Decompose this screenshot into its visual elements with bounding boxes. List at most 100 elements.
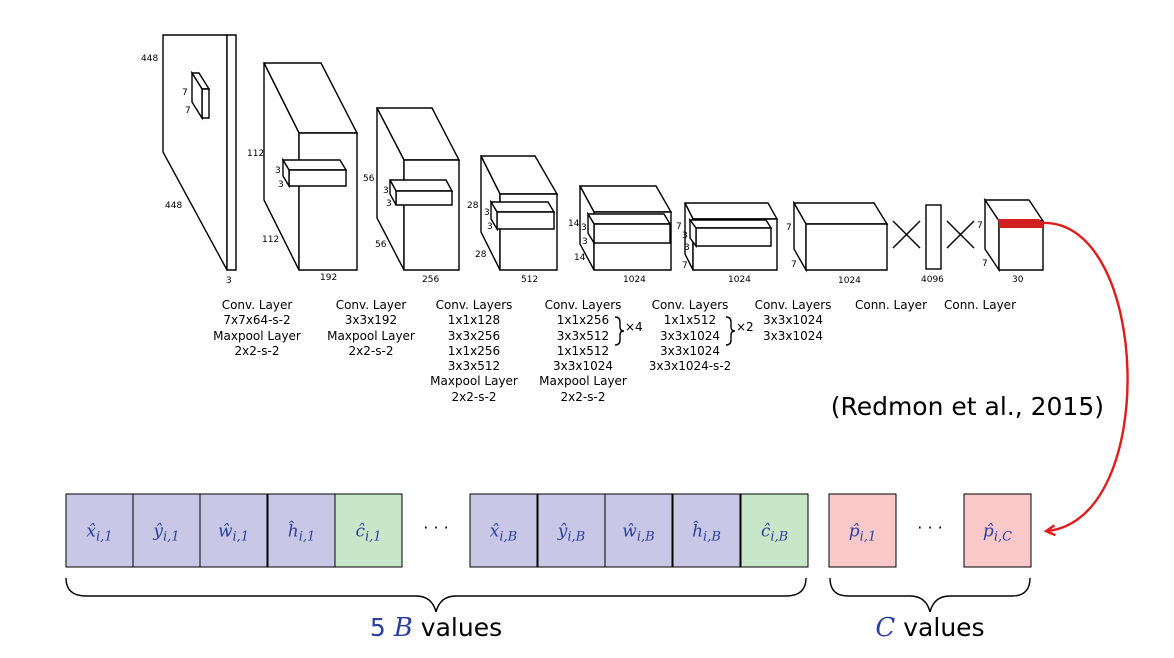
caption-4-line-7: 2x2-s-2 bbox=[561, 390, 606, 404]
caption-block-6: Conv. Layers 3x3x1024 3x3x1024 bbox=[755, 298, 832, 343]
vector-cell-label: p̂i,C bbox=[983, 522, 1012, 545]
caption-block-5: Conv. Layers 1x1x512 3x3x1024 3x3x1024 3… bbox=[649, 298, 732, 373]
vector-cell-symbol: ŷ bbox=[557, 522, 568, 542]
class-values-label: C values bbox=[875, 613, 984, 643]
caption-3-line-3: 3x3x256 bbox=[448, 329, 500, 343]
volume-7-height: 7 bbox=[786, 223, 792, 233]
caption-4-line-5: 3x3x1024 bbox=[553, 359, 613, 373]
vector-cell-box bbox=[828, 493, 897, 568]
volume-2-depth: 192 bbox=[320, 273, 337, 283]
vector-cell-subscript: i,B bbox=[567, 530, 585, 545]
input-image-volume: 448 448 3 7 7 bbox=[141, 34, 237, 286]
caption-4-line-1: Conv. Layers bbox=[545, 298, 622, 312]
volume-5-height: 14 bbox=[568, 219, 580, 229]
vector-cell-box bbox=[963, 493, 1032, 568]
volume-5-kernel-w: 3 bbox=[582, 237, 588, 247]
vector-cell-label: ĉi,B bbox=[761, 522, 788, 545]
vector-cell-symbol: ŵ bbox=[218, 522, 233, 542]
vector-cell-symbol: p̂ bbox=[983, 522, 994, 542]
volume-28: 28 28 512 3 3 bbox=[467, 155, 559, 285]
vector-cell-10: ĉi,B bbox=[740, 493, 809, 568]
volume-1-height: 448 bbox=[141, 54, 158, 64]
volume-56: 56 56 256 3 3 bbox=[363, 107, 461, 285]
caption-5-line-2: 1x1x512 bbox=[664, 313, 716, 327]
volume-6-depth: 1024 bbox=[728, 275, 751, 285]
caption-block-8: Conn. Layer bbox=[944, 298, 1016, 312]
class-ellipsis: · · · bbox=[917, 518, 942, 537]
caption-3-line-5: 3x3x512 bbox=[448, 359, 500, 373]
vector-cell-1: x̂i,1 bbox=[65, 493, 134, 568]
caption-3-line-2: 1x1x128 bbox=[448, 313, 500, 327]
volume-4-kernel-w: 3 bbox=[487, 222, 493, 232]
vector-cell-label: ŵi,1 bbox=[218, 522, 249, 545]
caption-5-line-1: Conv. Layers bbox=[652, 298, 729, 312]
volume-7-width: 7 bbox=[791, 260, 797, 270]
vector-cell-subscript: i,1 bbox=[96, 530, 113, 545]
volume-3-kernel-w: 3 bbox=[386, 199, 392, 209]
caption-5-line-5: 3x3x1024-s-2 bbox=[649, 359, 732, 373]
class-values-var: C bbox=[875, 613, 895, 643]
vector-cell-symbol: p̂ bbox=[849, 522, 860, 542]
volume-5-kernel-h: 3 bbox=[581, 223, 587, 233]
dense-connector-1 bbox=[892, 220, 921, 249]
vector-cell-symbol: ĉ bbox=[355, 522, 365, 542]
citation: (Redmon et al., 2015) bbox=[831, 392, 1104, 421]
vector-cell-4: ĥi,1 bbox=[267, 493, 336, 568]
class-values-suffix: values bbox=[903, 613, 984, 642]
volume-3-kernel-h: 3 bbox=[383, 186, 389, 196]
vector-cell-subscript: i,1 bbox=[365, 530, 382, 545]
caption-3-line-6: Maxpool Layer bbox=[430, 374, 518, 388]
vector-cell-symbol: ĥ bbox=[288, 521, 299, 542]
vector-cell-8: ŵi,B bbox=[604, 493, 673, 568]
class-values-brace bbox=[829, 577, 1031, 613]
caption-block-7: Conn. Layer bbox=[855, 298, 927, 312]
vector-cell-label: ŵi,B bbox=[622, 522, 654, 545]
box-values-brace bbox=[65, 577, 807, 613]
vector-cell-12: p̂i,C bbox=[963, 493, 1032, 568]
caption-3-line-1: Conv. Layers bbox=[436, 298, 513, 312]
volume-7-a: 7 7 1024 3 3 bbox=[676, 202, 779, 285]
volume-6-kernel-h: 3 bbox=[682, 231, 688, 241]
vector-cell-6: x̂i,B bbox=[469, 493, 538, 568]
caption-8-line-1: Conn. Layer bbox=[944, 298, 1016, 312]
box-values-count: 5 bbox=[370, 613, 386, 642]
volume-3-width: 56 bbox=[375, 240, 387, 250]
vector-cell-11: p̂i,1 bbox=[828, 493, 897, 568]
repeat-brace-x2: ×2 bbox=[725, 316, 754, 346]
caption-2-line-2: 3x3x192 bbox=[345, 313, 397, 327]
vector-cell-box bbox=[604, 493, 673, 568]
vector-cell-box bbox=[469, 493, 538, 568]
caption-2-line-4: 2x2-s-2 bbox=[349, 344, 394, 358]
fc-4096: 4096 bbox=[921, 204, 944, 285]
caption-5-line-3: 3x3x1024 bbox=[660, 329, 720, 343]
volume-3-depth: 256 bbox=[422, 275, 439, 285]
volume-1-width: 448 bbox=[165, 201, 182, 211]
vector-cell-box bbox=[537, 493, 606, 568]
volume-1-kernel-h: 7 bbox=[182, 88, 188, 98]
box-values-var: B bbox=[393, 613, 413, 643]
vector-cell-3: ŵi,1 bbox=[199, 493, 268, 568]
volume-9-height: 7 bbox=[977, 221, 983, 231]
volume-8-depth: 4096 bbox=[921, 275, 944, 285]
volume-9-width: 7 bbox=[982, 259, 988, 269]
caption-6-line-1: Conv. Layers bbox=[755, 298, 832, 312]
volume-2-width: 112 bbox=[262, 235, 279, 245]
vector-cell-label: ĉi,1 bbox=[355, 522, 381, 545]
vector-cell-box bbox=[65, 493, 134, 568]
vector-cell-symbol: ĥ bbox=[692, 521, 703, 542]
vector-cell-subscript: i,1 bbox=[299, 530, 316, 545]
vector-cell-symbol: x̂ bbox=[86, 522, 96, 542]
caption-3-line-7: 2x2-s-2 bbox=[452, 390, 497, 404]
caption-1-line-4: 2x2-s-2 bbox=[235, 344, 280, 358]
caption-5-line-4: 3x3x1024 bbox=[660, 344, 720, 358]
caption-1-line-1: Conv. Layer bbox=[222, 298, 293, 312]
caption-7-line-1: Conn. Layer bbox=[855, 298, 927, 312]
vector-cell-label: x̂i,B bbox=[490, 522, 517, 545]
vector-cell-subscript: i,B bbox=[770, 530, 788, 545]
repeat-x2-label: ×2 bbox=[736, 320, 754, 334]
caption-6-line-2: 3x3x1024 bbox=[763, 313, 823, 327]
volume-112: 112 112 192 3 3 bbox=[247, 62, 359, 283]
volume-6-width: 7 bbox=[682, 261, 688, 271]
